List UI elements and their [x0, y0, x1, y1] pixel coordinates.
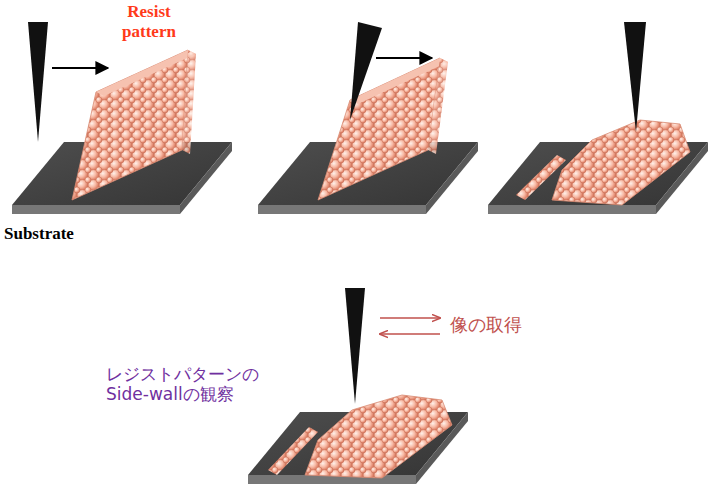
action-label: 像の取得: [450, 314, 522, 336]
afm-tip: [345, 288, 365, 404]
resist-wall: [72, 50, 196, 200]
scan-arrow: [380, 317, 440, 319]
afm-tip: [624, 22, 646, 132]
part-label: Resist pattern: [110, 2, 188, 43]
resist-debris: [552, 120, 690, 205]
scan-arrow: [52, 67, 108, 69]
scan-arrow: [376, 57, 432, 59]
part-label: Substrate: [4, 224, 74, 244]
afm-tip: [28, 22, 48, 142]
note-label: レジストパターンの Side-wallの観察: [106, 364, 274, 405]
resist-debris: [305, 395, 452, 478]
afm-tip: [350, 22, 382, 120]
scan-arrow: [380, 333, 440, 335]
resist-wall: [318, 58, 448, 200]
